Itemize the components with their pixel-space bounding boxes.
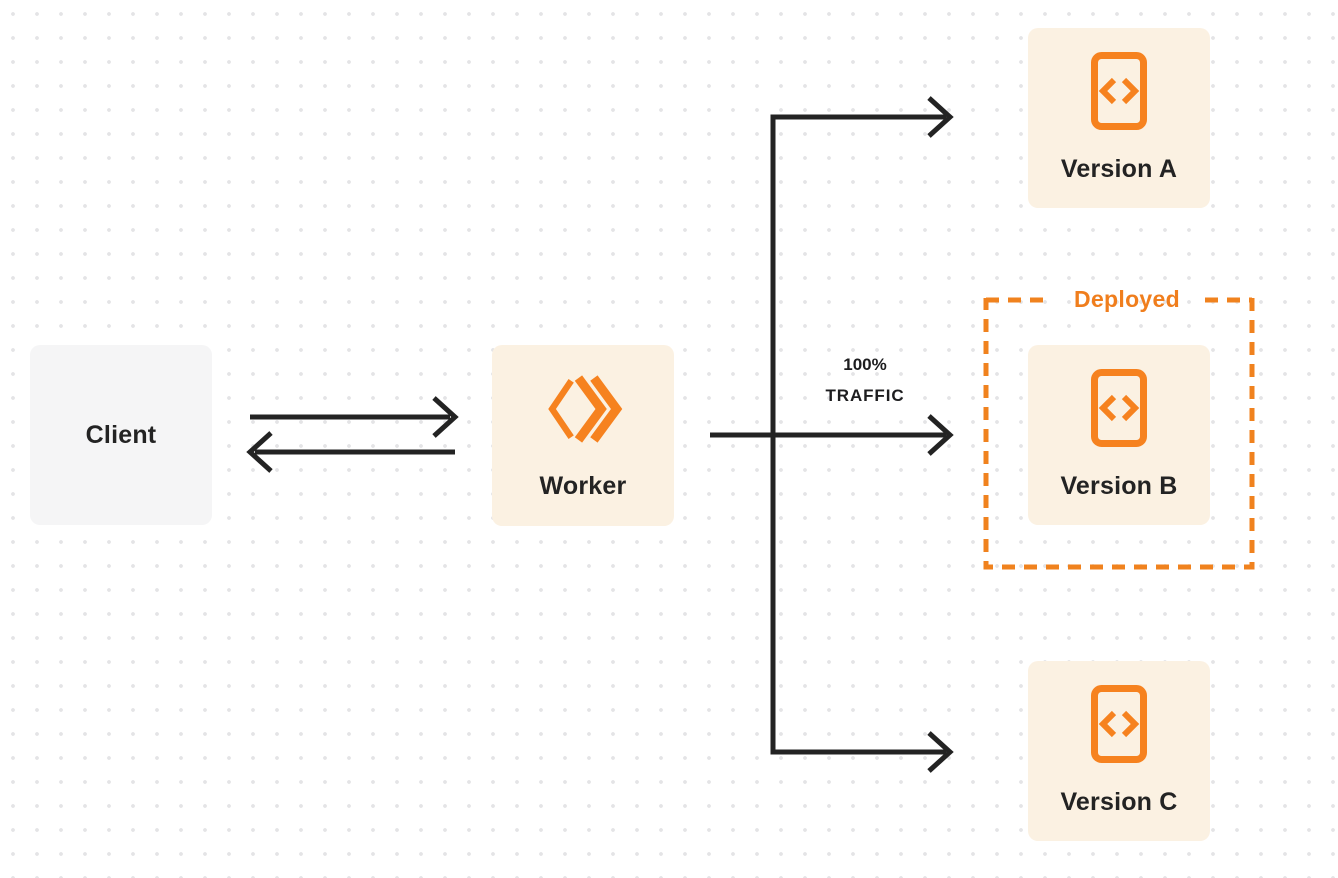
traffic-word-text: TRAFFIC (825, 386, 905, 405)
worker-node: Worker (492, 345, 674, 526)
branch-bottom-arrowhead (927, 731, 954, 773)
version-a-node: Version A (1028, 28, 1210, 208)
code-file-icon (1091, 685, 1147, 763)
workers-logo-icon (543, 371, 623, 447)
version-a-label: Version A (1060, 155, 1178, 183)
version-c-label: Version C (1060, 788, 1178, 816)
traffic-arrowhead (927, 414, 954, 456)
code-file-icon (1091, 369, 1147, 447)
worker-label: Worker (539, 471, 627, 500)
branch-top-arrowhead (927, 96, 954, 138)
worker-to-client-arrowhead (246, 431, 273, 473)
client-node: Client (30, 345, 212, 525)
version-c-node: Version C (1028, 661, 1210, 841)
client-label: Client (85, 420, 157, 449)
client-to-worker-arrowhead (432, 396, 459, 438)
version-b-node: Version B (1028, 345, 1210, 525)
traffic-annotation: 100% TRAFFIC (800, 349, 930, 411)
code-file-icon (1091, 52, 1147, 130)
version-b-label: Version B (1060, 472, 1178, 500)
traffic-percent-text: 100% (843, 355, 887, 374)
deployed-annotation: Deployed (1074, 286, 1180, 312)
deployed-frame-sides (983, 298, 1255, 570)
